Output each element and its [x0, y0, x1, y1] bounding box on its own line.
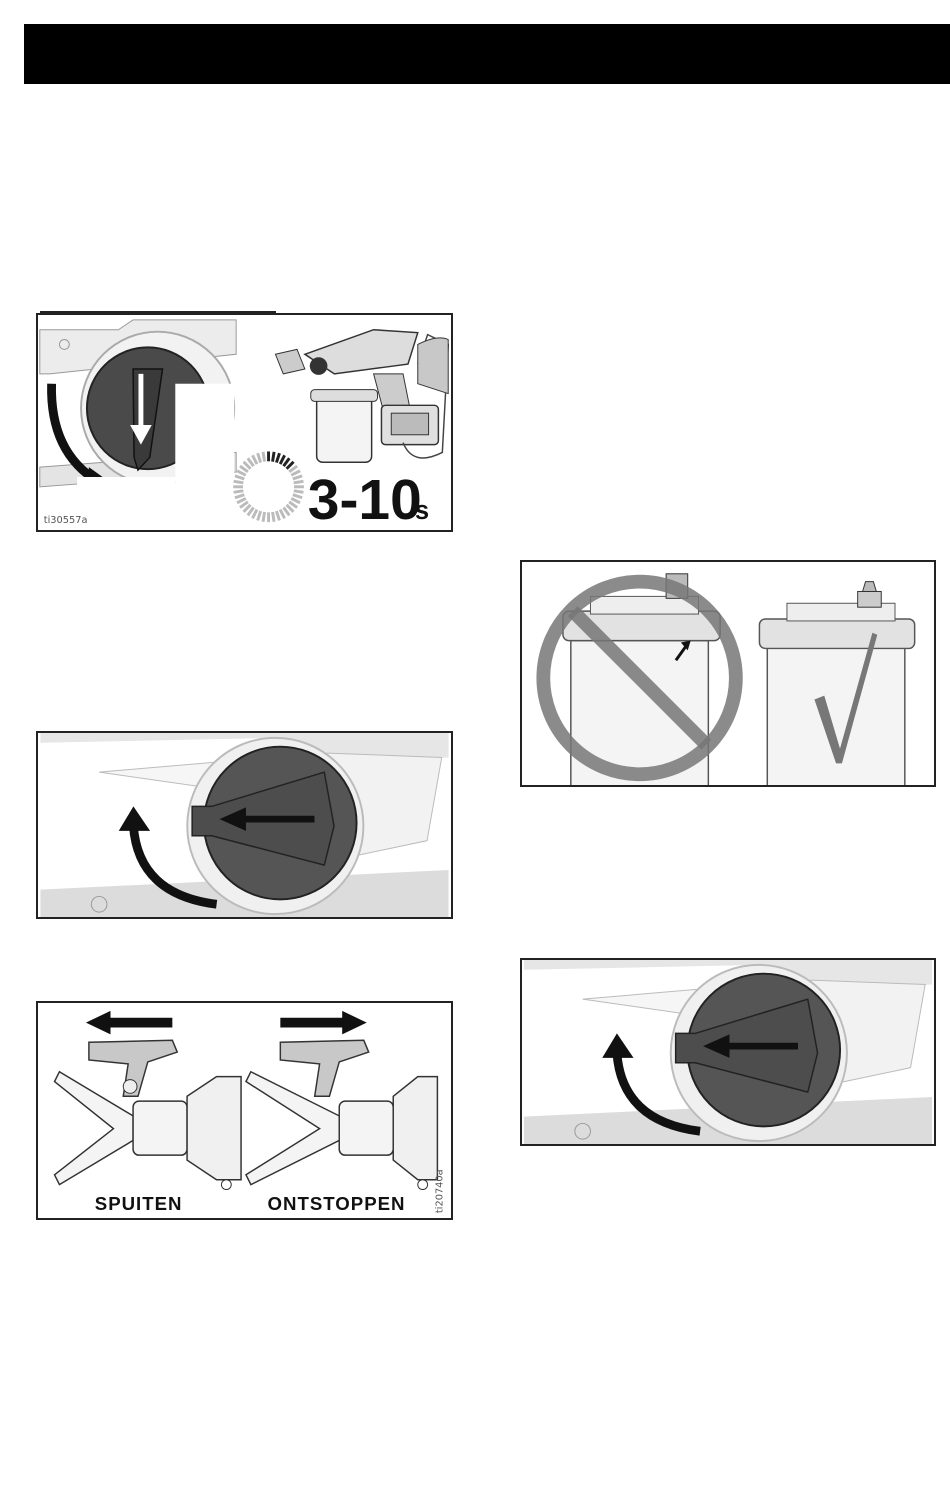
ring-segment	[293, 495, 302, 498]
ring-segment	[276, 453, 279, 462]
tip-spray-position	[55, 1040, 242, 1189]
tip-unclog-position	[246, 1040, 437, 1189]
ring-segment	[294, 491, 304, 493]
figure-cup-lid-drawing	[522, 562, 934, 785]
figure-ref: ti20740a	[434, 1169, 445, 1213]
ring-segment	[273, 512, 275, 522]
figure-tip-positions: SPUITEN ONTSTOPPEN ti20740a	[36, 1001, 453, 1220]
ring-segment	[294, 481, 304, 483]
label-unclog: ONTSTOPPEN	[268, 1193, 406, 1214]
figure-prime-valve-horizontal-2	[520, 958, 936, 1146]
ring-segment	[263, 452, 265, 462]
ring-segment	[234, 491, 244, 493]
ring-segment	[235, 495, 244, 498]
label-spray: SPUITEN	[95, 1193, 183, 1214]
ring-segment	[234, 481, 244, 483]
ring-segment	[235, 476, 244, 479]
figure-cup-lid-correct-incorrect	[520, 560, 936, 787]
ring-segment	[293, 476, 302, 479]
countdown-unit: s	[415, 497, 429, 525]
header-bar	[24, 24, 950, 84]
ring-segment	[263, 512, 265, 522]
ring-segment	[237, 498, 246, 502]
ring-segment	[258, 453, 261, 462]
ring-segment	[291, 471, 300, 475]
countdown-progress-ring	[233, 451, 304, 522]
ring-segment	[280, 510, 284, 519]
ring-segment	[291, 498, 300, 502]
countdown-value: 3-10	[308, 468, 422, 530]
figure-prime-valve-horizontal-drawing	[38, 733, 451, 917]
figure-prime-valve-countdown-drawing: 3-10 s ti30557a	[38, 315, 451, 530]
figure-prime-valve-horizontal-2-drawing	[522, 960, 934, 1144]
ring-segment	[273, 452, 275, 462]
figure-ref: ti30557a	[44, 515, 88, 526]
sprayer-illustration	[275, 330, 448, 463]
ring-segment	[253, 455, 257, 464]
figure-tip-positions-drawing: SPUITEN ONTSTOPPEN ti20740a	[38, 1003, 451, 1218]
ring-segment	[253, 510, 257, 519]
figure-prime-valve-horizontal	[36, 731, 453, 919]
ring-segment	[258, 511, 261, 520]
ring-segment	[276, 511, 279, 520]
figure-prime-valve-countdown: 3-10 s ti30557a	[36, 313, 453, 532]
ring-segment	[280, 455, 284, 464]
ring-segment	[237, 471, 246, 475]
